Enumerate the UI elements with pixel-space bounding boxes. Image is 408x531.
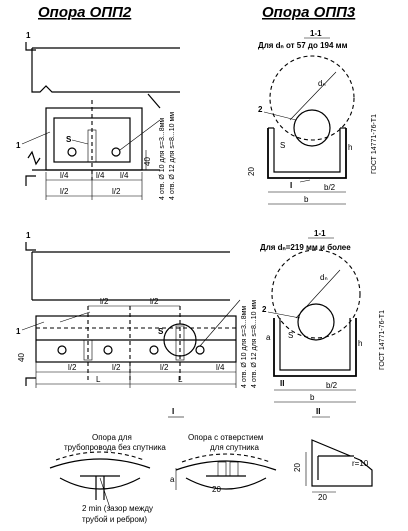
title-opp2: Опора ОПП2 [38, 4, 132, 21]
radius-label: r=10 [352, 459, 369, 468]
dim-b-top: b [304, 195, 309, 204]
detail-i-mark: I [172, 407, 174, 416]
detail-ii-mark: II [316, 407, 320, 416]
label-a-detail: a [170, 475, 175, 484]
label-2-mid: 2 [262, 305, 267, 314]
dim-l2-b: l/2 [112, 187, 121, 196]
opp3-section-large: 1-1 Для dₙ=219 мм и более dₙ 2 a S h II … [260, 229, 386, 403]
section-arrow [25, 42, 36, 51]
weld-hatch-mid [175, 325, 185, 361]
dim-l-b: L [178, 375, 183, 384]
label-s-sec: S [288, 331, 293, 340]
hole-m1 [57, 345, 67, 355]
weld-hatch [87, 129, 97, 163]
dim-l4-c: l/4 [120, 171, 129, 180]
dim-b2-mid: b/2 [326, 381, 338, 390]
label-a-mid: a [266, 333, 271, 342]
support-plate-mid [35, 315, 237, 363]
dim-b2-top: b/2 [324, 183, 336, 192]
title-opp3: Опора ОПП3 [262, 4, 356, 21]
hole-note-1: 4 отв. Ø 10 для s=3...8мм [159, 118, 166, 200]
caption-gap-1: 2 min (зазор между [82, 504, 153, 513]
pipe-circle-small [293, 109, 331, 147]
dim-l4-a: l/4 [60, 171, 69, 180]
range-large: Для dₙ=219 мм и более [260, 243, 351, 252]
channel-inner [273, 128, 341, 173]
pipe-circle-mid [297, 303, 335, 341]
hole-note-mid-2: 4 отв. Ø 12 для s=8...10 мм [251, 300, 258, 388]
dim-l2-mid-b: l/2 [150, 297, 159, 306]
caption-no-sputnik-2: трубопровода без спутника [64, 443, 166, 452]
pipe-sector-mid [163, 323, 197, 357]
dim-b-mid: b [310, 393, 315, 402]
hole-note-mid-1: 4 отв. Ø 10 для s=3...8мм [241, 306, 248, 388]
pipe-break-left [31, 48, 60, 93]
opp2-plan-view: 1 S 1 l/4 l/4 l/4 l/2 l/2 [16, 31, 180, 200]
rib-line [147, 93, 161, 109]
section-mark-top: 1 [26, 31, 31, 40]
hole-m4 [195, 345, 205, 355]
dim-40-mid: 40 [17, 353, 26, 362]
label-1-mid: 1 [16, 327, 21, 336]
label-s-top: S [280, 141, 285, 150]
dim-l4-b: l/4 [96, 171, 105, 180]
dim-l2-low-c: l/2 [160, 363, 169, 372]
caption-with-hole-1: Опора с отверстием [188, 433, 263, 442]
dim-l2-low-b: l/2 [112, 363, 121, 372]
dim-l2-a: l/2 [60, 187, 69, 196]
opp3-section-small: 1-1 Для dₙ от 57 до 194 мм dₙ 2 S I h 20… [247, 29, 378, 205]
label-roman-i-top: I [290, 181, 292, 190]
gost-top: ГОСТ 14771-76-Т1 [371, 114, 378, 174]
label-2-top: 2 [258, 105, 263, 114]
channel-outer [267, 128, 347, 179]
dim-20-ii-h: 20 [318, 493, 327, 502]
hole-m3 [149, 345, 159, 355]
label-1: 1 [16, 141, 21, 150]
dim-l2-low-a: l/2 [68, 363, 77, 372]
hole-note-2: 4 отв. Ø 12 для s=8...10 мм [169, 112, 176, 200]
pipe-circle-dashed-mid [271, 249, 361, 339]
dim-l-a: L [96, 375, 101, 384]
dim-40-top: 40 [143, 157, 152, 166]
profile-hatch [311, 439, 373, 487]
caption-with-hole-2: для спутника [210, 443, 259, 452]
label-d-mid: dₙ [320, 273, 328, 282]
section-arrow-bottom [25, 175, 36, 186]
section-label-1-1-top: 1-1 [310, 29, 322, 38]
detail-ii: II r=10 20 20 [293, 407, 373, 502]
section-mark-mid: 1 [26, 231, 31, 240]
caption-no-sputnik-1: Опора для [92, 433, 132, 442]
pipe-arc-left [49, 458, 151, 469]
label-s: S [66, 135, 72, 144]
label-d-top: dₙ [318, 79, 326, 88]
label-s-mid: S [158, 327, 164, 336]
dim-20-ii-v: 20 [293, 463, 302, 472]
dim-20-detail: 20 [212, 485, 221, 494]
label-roman-ii-mid: II [280, 379, 284, 388]
dim-20-top: 20 [247, 167, 256, 176]
break-mark-left [27, 150, 41, 166]
dim-l4-low: l/4 [216, 363, 225, 372]
label-h-top: h [348, 143, 352, 152]
gost-mid: ГОСТ 14771-76-Т1 [379, 310, 386, 370]
hole-right [111, 147, 121, 157]
hole-left [67, 147, 77, 157]
caption-gap-2: трубой и ребром) [82, 515, 147, 524]
range-small: Для dₙ от 57 до 194 мм [258, 41, 348, 50]
detail-i: I Опора для трубопровода без спутника 2 … [49, 407, 277, 524]
pipe-circle-dashed [269, 55, 355, 141]
label-h-mid: h [358, 339, 362, 348]
support-plate [45, 107, 143, 171]
section-label-1-1-mid: 1-1 [314, 229, 326, 238]
channel-outer-mid [273, 318, 357, 377]
hole-m2 [103, 345, 113, 355]
opp3-plan-view: 1 S 1 l/2 l/2 40 l/2 l/2 l/2 l/4 L L [16, 231, 258, 388]
dim-l2-mid-a: l/2 [100, 297, 109, 306]
